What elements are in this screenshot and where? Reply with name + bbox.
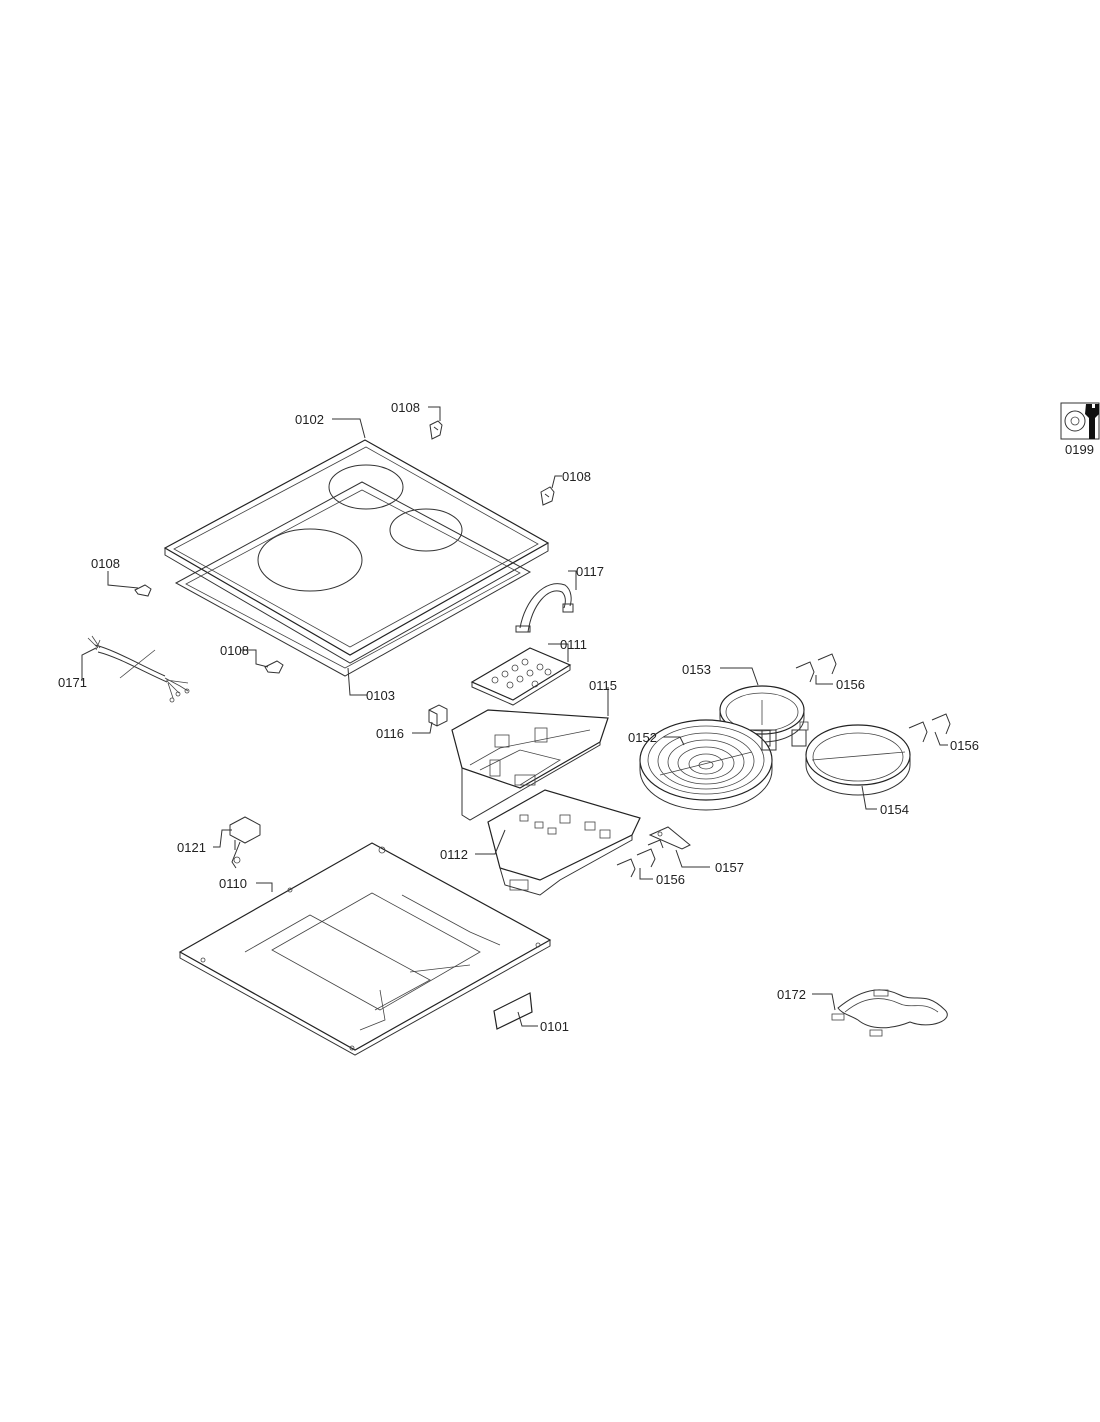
rating-label-0101[interactable]: [493, 992, 533, 1030]
wrench-icon[interactable]: [1060, 402, 1100, 440]
label-0108-b: 0108: [562, 469, 591, 484]
label-0172: 0172: [777, 987, 806, 1002]
clip-0116[interactable]: [428, 704, 448, 727]
label-0156-c: 0156: [656, 872, 685, 887]
label-0103: 0103: [366, 688, 395, 703]
label-0153: 0153: [682, 662, 711, 677]
label-0156-b: 0156: [950, 738, 979, 753]
electronics-housing-0115[interactable]: [451, 709, 609, 821]
label-0108-d: 0108: [220, 643, 249, 658]
label-0157: 0157: [715, 860, 744, 875]
label-0121: 0121: [177, 840, 206, 855]
spring-clip-0156-c[interactable]: [616, 839, 664, 878]
label-0101: 0101: [540, 1019, 569, 1034]
power-board-0112[interactable]: [487, 789, 641, 896]
label-0115: 0115: [589, 678, 617, 693]
wiring-harness-0172[interactable]: [831, 989, 948, 1037]
cooktop-glass-0102[interactable]: [163, 439, 550, 664]
label-0108-c: 0108: [91, 556, 120, 571]
heating-element-0152[interactable]: [639, 719, 777, 811]
bracket-0108-a[interactable]: [429, 420, 443, 440]
bracket-0108-c[interactable]: [134, 584, 152, 597]
ribbon-cable-0117[interactable]: [515, 583, 574, 633]
control-board-0111[interactable]: [470, 647, 572, 706]
label-0111: 0111: [560, 637, 587, 652]
clip-0157[interactable]: [648, 826, 691, 850]
label-0171: 0171: [58, 675, 87, 690]
spring-clip-0156-a[interactable]: [795, 653, 837, 683]
bracket-0108-d[interactable]: [264, 660, 284, 674]
label-0108-a: 0108: [391, 400, 420, 415]
label-0154: 0154: [880, 802, 909, 817]
label-0152: 0152: [628, 730, 657, 745]
label-0112: 0112: [440, 847, 468, 862]
label-0117: 0117: [576, 564, 604, 579]
temperature-sensor-0121[interactable]: [229, 816, 261, 869]
label-0199: 0199: [1065, 442, 1094, 457]
label-0110: 0110: [219, 876, 247, 891]
leader-lines: [81, 406, 948, 1027]
glass-frame-0103[interactable]: [174, 481, 532, 677]
part-labels: 0102 0108 0108 0108 0108 0117 0111 0115 …: [58, 400, 1094, 1034]
heating-element-0154[interactable]: [791, 721, 911, 796]
bottom-tray-0110[interactable]: [178, 842, 552, 1056]
bracket-0108-b[interactable]: [540, 486, 555, 506]
spring-clip-0156-b[interactable]: [908, 713, 951, 743]
label-0102: 0102: [295, 412, 324, 427]
label-0156-a: 0156: [836, 677, 865, 692]
power-cord-0171[interactable]: [87, 635, 190, 703]
label-0116: 0116: [376, 726, 404, 741]
